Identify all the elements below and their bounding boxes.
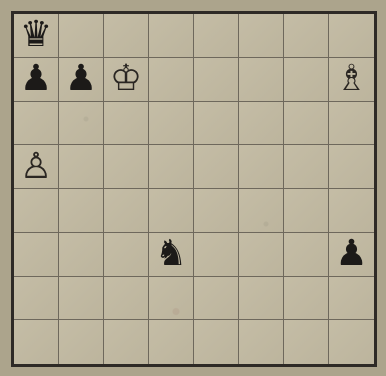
- board-square-d8[interactable]: [149, 14, 194, 58]
- board-square-e6[interactable]: [194, 102, 239, 146]
- board-square-h3[interactable]: ♟: [329, 233, 374, 277]
- board-square-g2[interactable]: [284, 277, 329, 321]
- board-square-h6[interactable]: [329, 102, 374, 146]
- board-square-b2[interactable]: [59, 277, 104, 321]
- white-bishop-icon[interactable]: ♗: [335, 61, 367, 97]
- board-grid: ♛ ♟ ♟ ♔ ♗ ♙ ♞ ♟: [14, 14, 374, 364]
- board-square-b3[interactable]: [59, 233, 104, 277]
- chess-board: ♛ ♟ ♟ ♔ ♗ ♙ ♞ ♟: [11, 11, 377, 367]
- board-square-g7[interactable]: [284, 58, 329, 102]
- board-square-b4[interactable]: [59, 189, 104, 233]
- board-square-a1[interactable]: [14, 320, 59, 364]
- board-square-c2[interactable]: [104, 277, 149, 321]
- board-square-e2[interactable]: [194, 277, 239, 321]
- board-square-a7[interactable]: ♟: [14, 58, 59, 102]
- board-square-f2[interactable]: [239, 277, 284, 321]
- board-square-a2[interactable]: [14, 277, 59, 321]
- board-square-g1[interactable]: [284, 320, 329, 364]
- board-square-h1[interactable]: [329, 320, 374, 364]
- black-pawn-icon[interactable]: ♟: [335, 236, 367, 272]
- board-square-h4[interactable]: [329, 189, 374, 233]
- board-square-e1[interactable]: [194, 320, 239, 364]
- white-pawn-icon[interactable]: ♙: [20, 149, 52, 185]
- board-square-c7[interactable]: ♔: [104, 58, 149, 102]
- board-square-b7[interactable]: ♟: [59, 58, 104, 102]
- board-square-a6[interactable]: [14, 102, 59, 146]
- board-square-d7[interactable]: [149, 58, 194, 102]
- board-square-e5[interactable]: [194, 145, 239, 189]
- black-pawn-icon[interactable]: ♟: [20, 61, 52, 97]
- board-square-e7[interactable]: [194, 58, 239, 102]
- board-square-b8[interactable]: [59, 14, 104, 58]
- board-square-b6[interactable]: [59, 102, 104, 146]
- board-square-f1[interactable]: [239, 320, 284, 364]
- black-knight-icon[interactable]: ♞: [155, 236, 187, 272]
- board-square-e3[interactable]: [194, 233, 239, 277]
- board-square-c3[interactable]: [104, 233, 149, 277]
- white-king-icon[interactable]: ♔: [110, 61, 142, 97]
- board-square-f5[interactable]: [239, 145, 284, 189]
- board-square-d5[interactable]: [149, 145, 194, 189]
- board-square-b5[interactable]: [59, 145, 104, 189]
- board-square-e4[interactable]: [194, 189, 239, 233]
- board-square-a3[interactable]: [14, 233, 59, 277]
- board-square-f8[interactable]: [239, 14, 284, 58]
- board-square-d6[interactable]: [149, 102, 194, 146]
- board-square-d1[interactable]: [149, 320, 194, 364]
- board-square-d4[interactable]: [149, 189, 194, 233]
- board-square-g8[interactable]: [284, 14, 329, 58]
- board-square-a4[interactable]: [14, 189, 59, 233]
- board-square-h8[interactable]: [329, 14, 374, 58]
- board-square-d3[interactable]: ♞: [149, 233, 194, 277]
- board-square-f4[interactable]: [239, 189, 284, 233]
- board-square-c5[interactable]: [104, 145, 149, 189]
- board-square-f3[interactable]: [239, 233, 284, 277]
- board-square-c6[interactable]: [104, 102, 149, 146]
- black-pawn-icon[interactable]: ♟: [65, 61, 97, 97]
- black-queen-icon[interactable]: ♛: [20, 17, 52, 53]
- board-square-d2[interactable]: [149, 277, 194, 321]
- board-square-b1[interactable]: [59, 320, 104, 364]
- board-square-a8[interactable]: ♛: [14, 14, 59, 58]
- board-square-g3[interactable]: [284, 233, 329, 277]
- board-square-f6[interactable]: [239, 102, 284, 146]
- board-square-c4[interactable]: [104, 189, 149, 233]
- board-square-h2[interactable]: [329, 277, 374, 321]
- board-square-f7[interactable]: [239, 58, 284, 102]
- board-square-c8[interactable]: [104, 14, 149, 58]
- board-square-g5[interactable]: [284, 145, 329, 189]
- board-square-g4[interactable]: [284, 189, 329, 233]
- board-square-e8[interactable]: [194, 14, 239, 58]
- board-square-h7[interactable]: ♗: [329, 58, 374, 102]
- board-square-h5[interactable]: [329, 145, 374, 189]
- board-square-g6[interactable]: [284, 102, 329, 146]
- board-square-c1[interactable]: [104, 320, 149, 364]
- board-square-a5[interactable]: ♙: [14, 145, 59, 189]
